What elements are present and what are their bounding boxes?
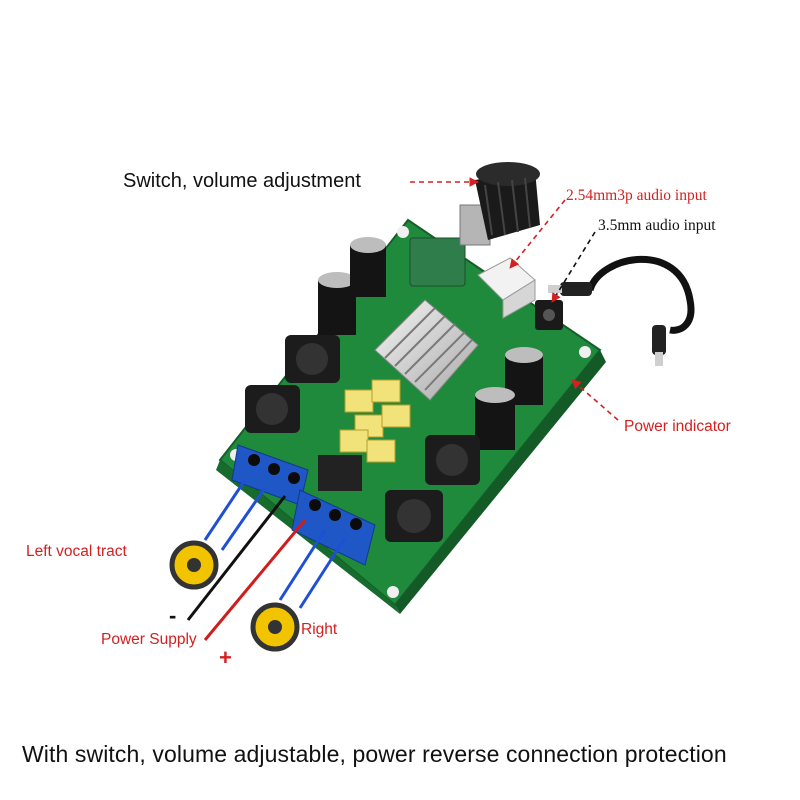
- caption: With switch, volume adjustable, power re…: [22, 741, 727, 767]
- speaker-left-icon: [169, 540, 219, 590]
- label-left-channel: Left vocal tract: [26, 543, 127, 560]
- inductors: [245, 335, 480, 542]
- volume-knob-icon: [409, 162, 540, 287]
- speaker-right-icon: [250, 602, 300, 652]
- amplifier-chip: [318, 455, 362, 491]
- wires: [186, 479, 347, 641]
- label-right-channel: Right: [301, 621, 338, 638]
- arrow-35mm: [551, 231, 596, 303]
- label-minus: -: [169, 603, 177, 628]
- label-plus: +: [219, 645, 232, 670]
- label-power-supply: Power Supply: [101, 631, 197, 648]
- aux-cable-icon: [548, 255, 695, 366]
- label-power-indicator: Power indicator: [624, 418, 731, 435]
- label-switch-volume: Switch, volume adjustment: [123, 170, 361, 192]
- label-254mm-input: 2.54mm3p audio input: [566, 187, 707, 204]
- connector-3pin-icon: [477, 257, 536, 319]
- audio-jack-icon: [535, 300, 563, 330]
- annotation-arrows: [410, 177, 619, 421]
- heatsink: [374, 299, 479, 401]
- film-capacitors: [339, 379, 411, 463]
- label-35mm-input: 3.5mm audio input: [598, 217, 716, 234]
- capacitors: [318, 237, 543, 450]
- terminal-block-icon: [231, 444, 376, 566]
